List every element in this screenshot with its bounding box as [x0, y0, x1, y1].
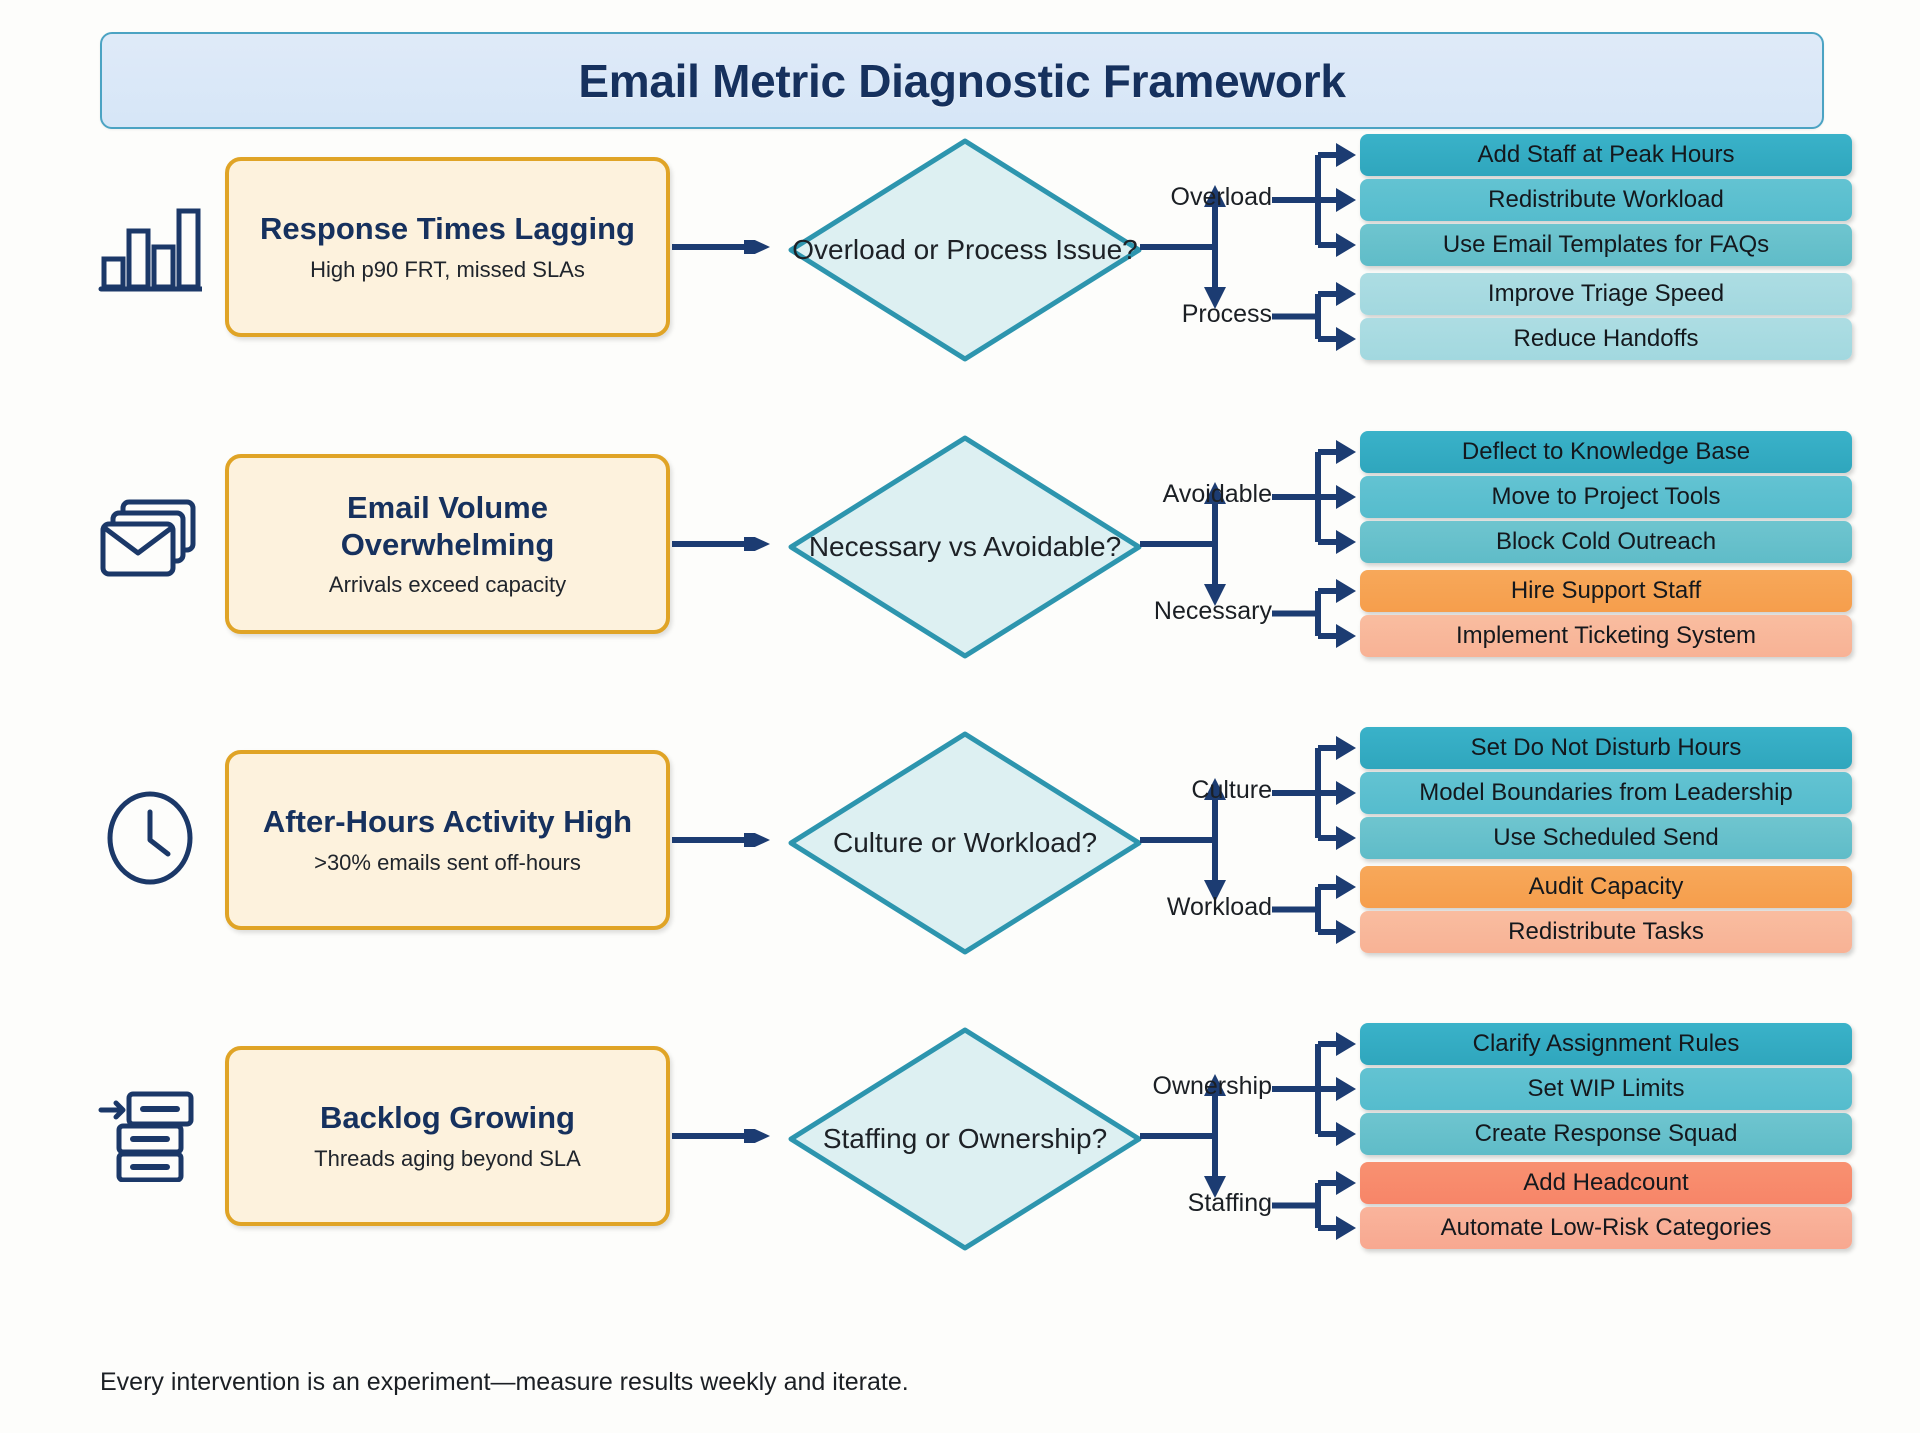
action-chip[interactable]: Implement Ticketing System [1360, 615, 1852, 657]
arrow-problem-to-decision [672, 1129, 770, 1143]
action-chip[interactable]: Improve Triage Speed [1360, 273, 1852, 315]
action-chip[interactable]: Hire Support Staff [1360, 570, 1852, 612]
problem-box[interactable]: Backlog Growing Threads aging beyond SLA [225, 1046, 670, 1226]
problem-subtitle: Arrivals exceed capacity [328, 571, 567, 597]
branch-label-bottom: Staffing [1187, 1188, 1272, 1217]
diagnostic-row: Email Volume Overwhelming Arrivals excee… [0, 431, 1920, 737]
branch-connectors [1140, 736, 1356, 944]
action-chip[interactable]: Redistribute Tasks [1360, 911, 1852, 953]
action-chip[interactable]: Clarify Assignment Rules [1360, 1023, 1852, 1065]
action-chip[interactable]: Reduce Handoffs [1360, 318, 1852, 360]
decision-diamond[interactable]: Staffing or Ownership? [785, 1024, 1145, 1254]
action-chip[interactable]: Deflect to Knowledge Base [1360, 431, 1852, 473]
branch-label-top: Avoidable [1162, 480, 1272, 508]
branch-label-top: Ownership [1152, 1072, 1273, 1100]
problem-subtitle: >30% emails sent off-hours [314, 849, 581, 875]
diagnostic-row: Backlog Growing Threads aging beyond SLA… [0, 1023, 1920, 1329]
problem-title: Backlog Growing [320, 1100, 575, 1136]
action-chip[interactable]: Redistribute Workload [1360, 179, 1852, 221]
footer-note: Every intervention is an experiment—meas… [100, 1368, 909, 1396]
problem-box[interactable]: Response Times Lagging High p90 FRT, mis… [225, 157, 670, 337]
header-banner: Email Metric Diagnostic Framework [100, 32, 1824, 129]
action-chip[interactable]: Block Cold Outreach [1360, 521, 1852, 563]
backlog-queue-icon [95, 1079, 205, 1189]
branch-label-bottom: Necessary [1153, 596, 1272, 625]
arrow-problem-to-decision [672, 537, 770, 551]
email-stack-icon [95, 487, 205, 597]
action-chip[interactable]: Audit Capacity [1360, 866, 1852, 908]
problem-subtitle: Threads aging beyond SLA [314, 1145, 581, 1171]
action-chip[interactable]: Automate Low-Risk Categories [1360, 1207, 1852, 1249]
action-chip[interactable]: Use Email Templates for FAQs [1360, 224, 1852, 266]
action-chip[interactable]: Use Scheduled Send [1360, 817, 1852, 859]
problem-title: After-Hours Activity High [262, 804, 633, 840]
action-chip[interactable]: Set WIP Limits [1360, 1068, 1852, 1110]
bar-chart-icon [95, 190, 205, 300]
branch-connectors [1140, 143, 1356, 351]
arrow-problem-to-decision [672, 833, 770, 847]
action-chip[interactable]: Add Staff at Peak Hours [1360, 134, 1852, 176]
branch-label-bottom: Process [1181, 299, 1272, 328]
problem-box[interactable]: Email Volume Overwhelming Arrivals excee… [225, 454, 670, 634]
arrow-problem-to-decision [672, 240, 770, 254]
branch-label-top: Overload [1170, 183, 1272, 211]
branch-label-top: Culture [1191, 776, 1272, 804]
branch-connectors [1140, 440, 1356, 648]
page-title: Email Metric Diagnostic Framework [578, 54, 1346, 107]
problem-subtitle: High p90 FRT, missed SLAs [310, 256, 585, 282]
clock-icon [95, 783, 205, 893]
action-chip[interactable]: Create Response Squad [1360, 1113, 1852, 1155]
decision-diamond[interactable]: Necessary vs Avoidable? [785, 432, 1145, 662]
branch-label-bottom: Workload [1166, 892, 1272, 921]
diagnostic-row: Response Times Lagging High p90 FRT, mis… [0, 134, 1920, 440]
problem-title: Email Volume Overwhelming [340, 490, 555, 562]
problem-title: Response Times Lagging [260, 211, 635, 247]
decision-diamond[interactable]: Culture or Workload? [785, 728, 1145, 958]
action-chip[interactable]: Add Headcount [1360, 1162, 1852, 1204]
action-chip[interactable]: Set Do Not Disturb Hours [1360, 727, 1852, 769]
action-chip[interactable]: Move to Project Tools [1360, 476, 1852, 518]
diagnostic-row: After-Hours Activity High >30% emails se… [0, 727, 1920, 1033]
decision-diamond[interactable]: Overload or Process Issue? [785, 135, 1145, 365]
branch-connectors [1140, 1032, 1356, 1240]
problem-box[interactable]: After-Hours Activity High >30% emails se… [225, 750, 670, 930]
action-chip[interactable]: Model Boundaries from Leadership [1360, 772, 1852, 814]
